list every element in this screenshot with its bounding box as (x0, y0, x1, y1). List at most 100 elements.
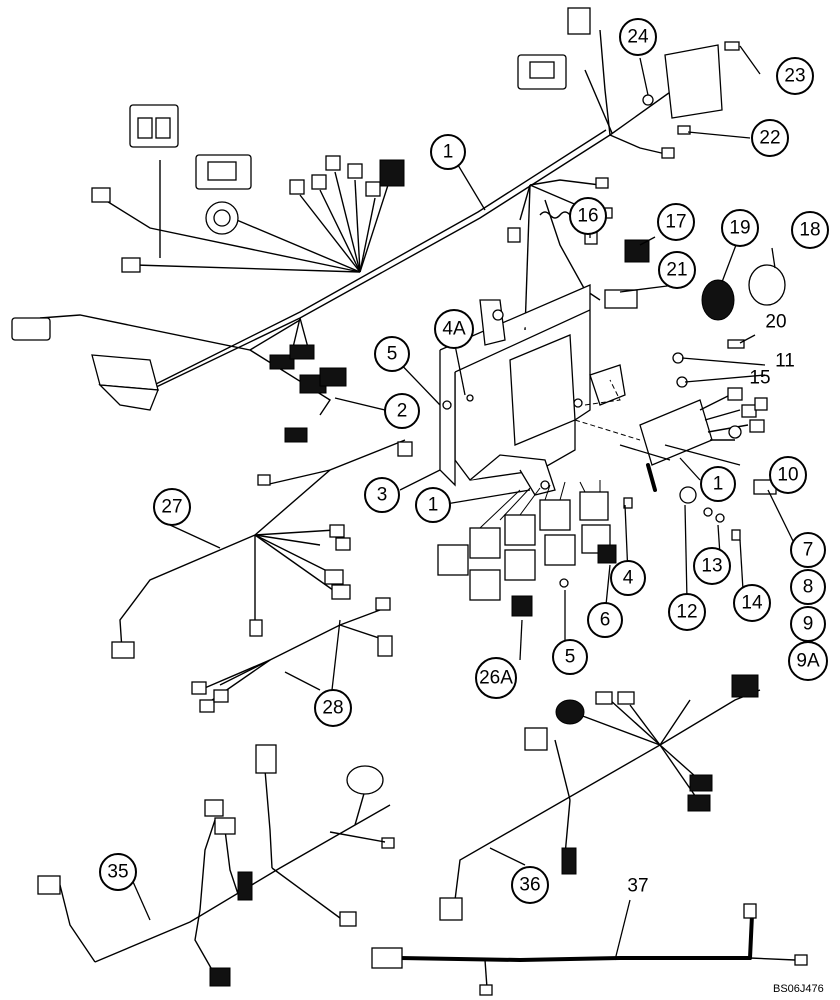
callout-36: 36 (511, 866, 549, 904)
callout-9A: 9A (788, 641, 828, 681)
dark-connector-icon (379, 159, 405, 187)
callout-16: 16 (569, 197, 607, 235)
callout-1-right: 1 (700, 466, 736, 502)
harness-27 (111, 439, 413, 659)
connector-icon (255, 744, 277, 774)
nut-13-icon (715, 513, 725, 523)
nut-5-icon (559, 578, 569, 588)
mounting-bracket (439, 284, 641, 496)
svg-text:24: 24 (627, 27, 649, 48)
connector-icon (111, 641, 135, 659)
terminal-icon (325, 155, 341, 171)
terminal-icon (743, 903, 757, 919)
svg-text:9: 9 (803, 614, 814, 635)
connector-block-icon (129, 104, 179, 148)
label-11: 11 (775, 351, 795, 372)
svg-text:1: 1 (443, 142, 454, 163)
callout-17: 17 (657, 203, 695, 241)
svg-text:22: 22 (759, 128, 780, 149)
callout-28: 28 (314, 689, 352, 727)
callout-26A: 26A (475, 657, 517, 699)
svg-text:14: 14 (741, 593, 763, 614)
callout-21: 21 (658, 251, 696, 289)
connector-icon (249, 619, 263, 637)
relay-icon (539, 499, 571, 531)
callout-27: 27 (153, 488, 191, 526)
connector-assembly-10 (639, 387, 777, 541)
screw-icon (728, 425, 742, 439)
svg-text:37: 37 (627, 876, 648, 897)
svg-text:16: 16 (577, 206, 598, 227)
connector-socket-icon (155, 117, 171, 139)
black-connector-icon (237, 871, 253, 901)
black-connector-icon (289, 344, 315, 360)
terminal-icon (335, 537, 351, 551)
callout-4A: 4A (434, 309, 474, 349)
small-connector-icon (91, 187, 111, 203)
relay-socket-icon (555, 699, 585, 725)
callout-13: 13 (693, 547, 731, 585)
terminal-icon (479, 984, 493, 996)
callout-19: 19 (721, 209, 759, 247)
terminal-icon (191, 681, 207, 695)
svg-text:11: 11 (775, 351, 795, 372)
reference-code: BS06J476 (773, 983, 824, 995)
switch-12-icon (679, 486, 697, 504)
terminal-icon (329, 524, 345, 538)
callout-35: 35 (99, 853, 137, 891)
relay-icon (504, 549, 536, 581)
label-15: 15 (749, 368, 770, 389)
svg-text:6: 6 (600, 610, 611, 631)
callout-10: 10 (769, 456, 807, 494)
small-connector-icon (121, 257, 141, 273)
upper-left-connectors (11, 104, 405, 411)
relay-icon (579, 491, 609, 521)
nut-icon (642, 94, 654, 106)
sender-icon (346, 765, 384, 795)
svg-text:21: 21 (666, 260, 687, 281)
harness-36 (439, 674, 761, 921)
black-connector-icon (269, 354, 295, 370)
terminal-icon (347, 163, 363, 179)
ring-terminal-icon (661, 147, 675, 159)
callout-2: 2 (384, 393, 420, 429)
callout-24: 24 (619, 18, 657, 56)
terminal-icon (289, 179, 305, 195)
terminal-icon (311, 174, 327, 190)
terminal-icon (754, 397, 768, 411)
svg-text:18: 18 (799, 220, 820, 241)
svg-text:4: 4 (623, 568, 634, 589)
ring-terminal-icon (381, 837, 395, 849)
svg-text:8: 8 (803, 577, 814, 598)
connector-icon (37, 875, 61, 895)
svg-text:10: 10 (777, 465, 798, 486)
black-connector-icon (561, 847, 577, 875)
svg-text:19: 19 (729, 218, 750, 239)
terminal-icon (749, 419, 765, 433)
svg-text:20: 20 (765, 312, 786, 333)
svg-text:36: 36 (519, 875, 540, 896)
callout-3: 3 (364, 477, 400, 513)
relay-26A-icon (511, 595, 533, 617)
svg-text:2: 2 (397, 401, 408, 422)
callout-5-upper: 5 (374, 336, 410, 372)
svg-text:5: 5 (387, 344, 398, 365)
screw-14-icon (731, 529, 741, 541)
bolt-20-icon (727, 339, 745, 349)
relay-icon (437, 544, 469, 576)
terminal-icon (617, 691, 635, 705)
module-socket-icon (529, 61, 555, 79)
svg-text:27: 27 (161, 497, 182, 518)
ring-terminal-icon (595, 177, 609, 189)
label-37: 37 (627, 876, 648, 897)
svg-text:13: 13 (701, 556, 722, 577)
panel-connector-icon (664, 44, 723, 119)
connector-icon (214, 817, 236, 835)
svg-text:5: 5 (565, 647, 576, 668)
connector-icon (375, 597, 391, 611)
black-connector-icon (284, 427, 308, 443)
svg-text:28: 28 (322, 698, 343, 719)
fuse-block-base-icon (98, 384, 159, 411)
svg-text:23: 23 (784, 66, 805, 87)
